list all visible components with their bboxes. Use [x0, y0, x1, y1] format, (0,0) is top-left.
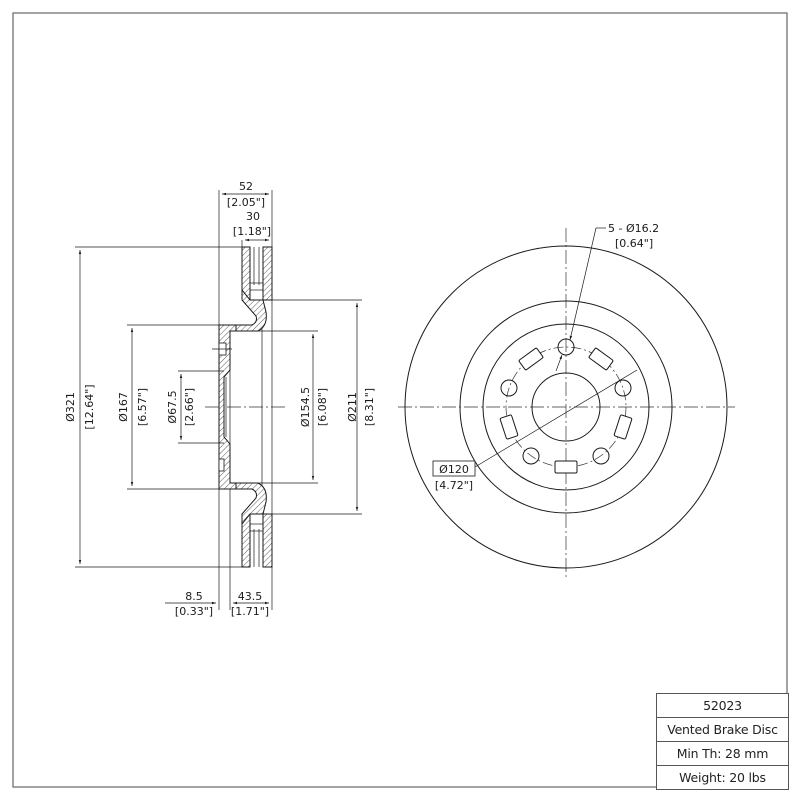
front-view: Ø120 [4.72"] 5 - Ø16.2 [0.64"]	[398, 222, 735, 580]
inner-friction-diameter-mm: Ø211	[346, 392, 359, 422]
part-number: 52023	[657, 694, 788, 718]
side-view: 52 [2.05"] 30 [1.18"] Ø321 [12.64"] Ø167…	[64, 180, 376, 618]
bolt-holes-in: [0.64"]	[615, 237, 653, 250]
hat-face-thickness-mm: 8.5	[185, 590, 203, 603]
disc-thickness-in: [1.18"]	[233, 225, 271, 238]
hat-inner-diameter-in: [6.08"]	[316, 388, 329, 426]
bolt-holes-mm: 5 - Ø16.2	[608, 222, 659, 235]
bolt-circle-in: [4.72"]	[435, 479, 473, 492]
title-block: 52023 Vented Brake Disc Min Th: 28 mm We…	[656, 693, 789, 790]
hat-face-thickness-in: [0.33"]	[175, 605, 213, 618]
outer-diameter-in: [12.64"]	[83, 384, 96, 429]
bolt-circle-box	[432, 460, 476, 477]
center-bore-in: [2.66"]	[183, 388, 196, 426]
overall-width-mm: 52	[239, 180, 253, 193]
part-description: Vented Brake Disc	[657, 718, 788, 742]
overall-width-in: [2.05"]	[227, 196, 265, 209]
center-bore-mm: Ø67.5	[166, 390, 179, 423]
hat-diameter-mm: Ø167	[117, 392, 130, 422]
bolt-circle-mm: Ø120	[439, 463, 469, 476]
weight: Weight: 20 lbs	[657, 766, 788, 790]
drawing-frame	[12, 12, 788, 788]
min-thickness: Min Th: 28 mm	[657, 742, 788, 766]
disc-thickness-mm: 30	[246, 210, 260, 223]
hat-inner-diameter-mm: Ø154.5	[299, 387, 312, 427]
outer-diameter-mm: Ø321	[64, 392, 77, 422]
inner-friction-diameter-in: [8.31"]	[363, 388, 376, 426]
hat-height-in: [1.71"]	[231, 605, 269, 618]
hat-height-mm: 43.5	[238, 590, 263, 603]
hat-diameter-in: [6.57"]	[136, 388, 149, 426]
